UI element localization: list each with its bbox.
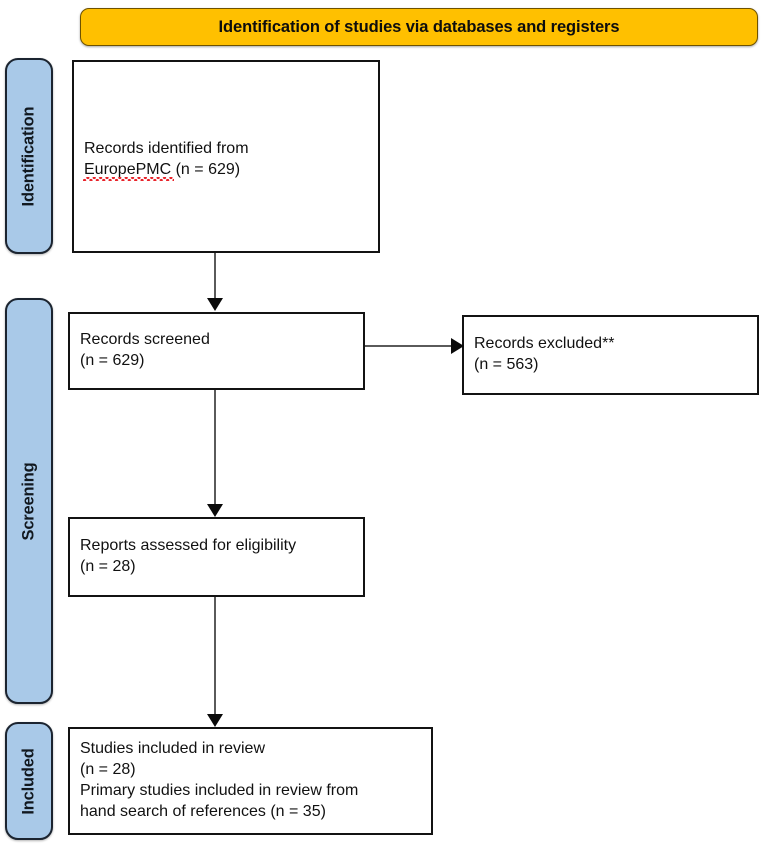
records-identified-count: (n = 629) (171, 160, 241, 178)
studies-included-line-1: Studies included in review (80, 740, 265, 758)
records-excluded-line-1: Records excluded** (474, 335, 615, 353)
arrowhead-down-icon (207, 298, 223, 311)
records-identified-line-2: EuropePMC (n = 629) (82, 160, 368, 182)
stage-label-screening-text: Screening (19, 462, 38, 540)
arrowhead-down-icon (207, 714, 223, 727)
misspelled-word-europepmc: EuropePMC (82, 160, 175, 182)
stage-label-included-text: Included (19, 747, 38, 815)
arrowhead-right-icon (451, 338, 464, 354)
box-reports-assessed-eligibility: Reports assessed for eligibility (n = 28… (68, 517, 365, 597)
box-records-screened: Records screened (n = 629) (68, 312, 365, 390)
banner-title: Identification of studies via databases … (218, 17, 620, 36)
records-excluded-count: (n = 563) (474, 356, 539, 373)
stage-label-identification-text: Identification (19, 106, 38, 206)
identification-banner: Identification of studies via databases … (80, 8, 758, 46)
records-screened-count: (n = 629) (80, 352, 145, 369)
studies-included-line-4: hand search of references (n = 35) (80, 802, 326, 820)
reports-eligibility-line-1: Reports assessed for eligibility (80, 537, 297, 555)
records-screened-line-1: Records screened (80, 331, 210, 349)
stage-label-included: Included (5, 722, 53, 840)
records-identified-line-1: Records identified from (84, 139, 249, 157)
arrow-screened-to-excluded (365, 337, 464, 355)
arrow-shaft (214, 253, 216, 299)
arrow-eligibility-to-included (206, 597, 224, 727)
reports-eligibility-count: (n = 28) (80, 558, 136, 575)
arrow-identified-to-screened (206, 253, 224, 311)
studies-included-count: (n = 28) (80, 761, 136, 779)
box-studies-included: Studies included in review (n = 28) Prim… (68, 727, 433, 835)
arrowhead-down-icon (207, 504, 223, 517)
box-records-excluded: Records excluded** (n = 563) (462, 315, 759, 395)
box-records-identified: Records identified from EuropePMC (n = 6… (72, 60, 380, 253)
stage-label-screening: Screening (5, 298, 53, 704)
arrow-shaft (214, 597, 216, 715)
stage-label-identification: Identification (5, 58, 53, 254)
arrow-shaft (214, 390, 216, 505)
arrow-shaft (365, 345, 453, 347)
studies-included-line-3: Primary studies included in review from (80, 782, 359, 799)
arrow-screened-to-eligibility (206, 390, 224, 517)
